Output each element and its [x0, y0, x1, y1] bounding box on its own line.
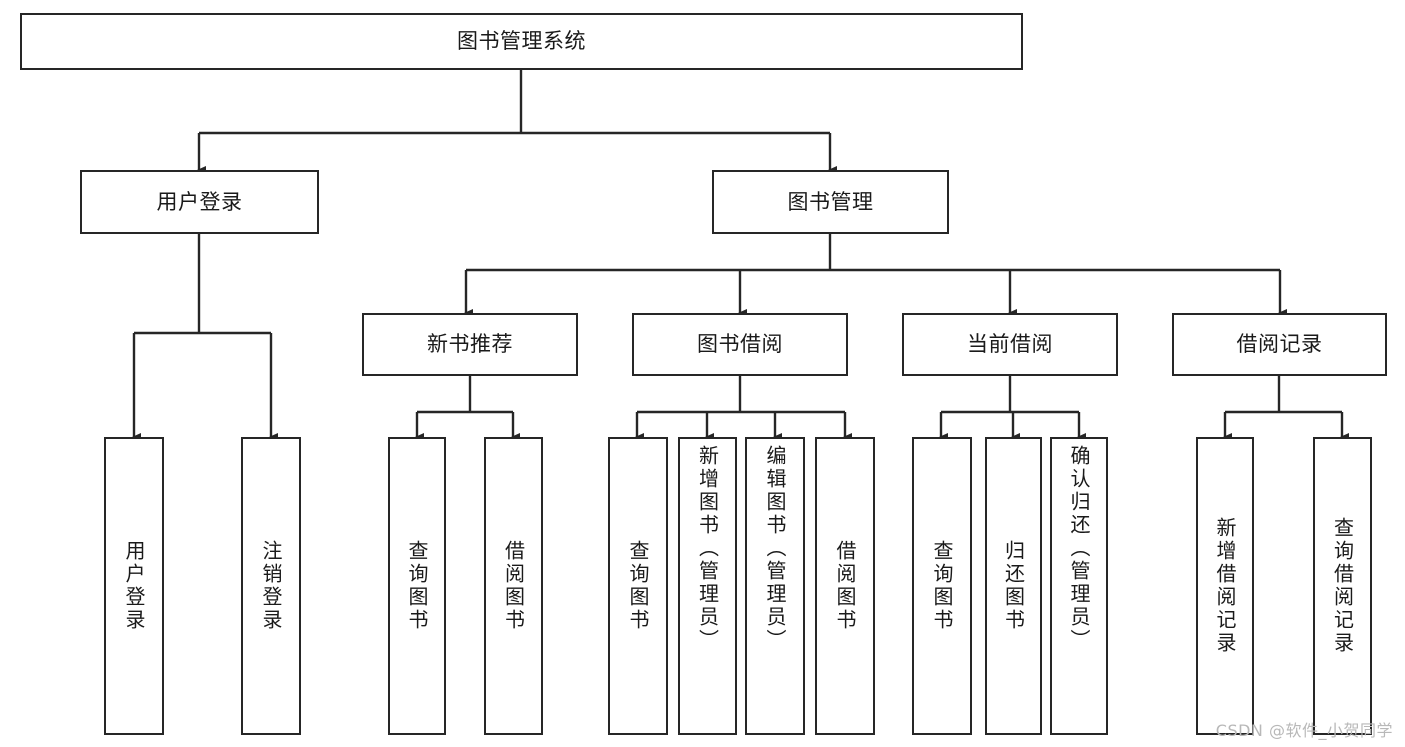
- node-leaf-user-logout: 注销登录: [241, 437, 301, 735]
- node-new-book-rec: 新书推荐: [362, 313, 578, 376]
- node-book-manage-label: 图书管理: [787, 189, 874, 214]
- node-leaf-borrow-book-2: 借阅图书: [815, 437, 875, 735]
- node-leaf-user-logout-label: 注销登录: [259, 540, 283, 632]
- node-leaf-confirm-return: 确认归还（管理员）: [1050, 437, 1108, 735]
- node-new-book-rec-label: 新书推荐: [427, 332, 513, 357]
- node-leaf-query-record-label: 查询借阅记录: [1330, 517, 1355, 655]
- node-root-label: 图书管理系统: [457, 29, 586, 54]
- node-leaf-edit-book: 编辑图书（管理员）: [745, 437, 805, 735]
- node-leaf-query-book-1: 查询图书: [388, 437, 446, 735]
- node-leaf-query-record: 查询借阅记录: [1313, 437, 1372, 735]
- node-leaf-user-login: 用户登录: [104, 437, 164, 735]
- node-leaf-borrow-book-1-label: 借阅图书: [501, 540, 526, 632]
- node-borrow-record: 借阅记录: [1172, 313, 1387, 376]
- node-leaf-query-book-2-label: 查询图书: [626, 540, 650, 632]
- node-leaf-borrow-book-1: 借阅图书: [484, 437, 543, 735]
- node-book-borrow-label: 图书借阅: [697, 332, 783, 357]
- watermark-text: CSDN @软件_小贺同学: [1215, 721, 1393, 740]
- node-leaf-user-login-label: 用户登录: [122, 540, 146, 632]
- node-leaf-add-book: 新增图书（管理员）: [678, 437, 737, 735]
- node-user-login: 用户登录: [80, 170, 319, 234]
- node-leaf-return-book-label: 归还图书: [1001, 540, 1026, 632]
- node-leaf-add-record-label: 新增借阅记录: [1213, 517, 1237, 655]
- node-book-manage: 图书管理: [712, 170, 949, 234]
- node-leaf-query-book-3-label: 查询图书: [930, 540, 954, 632]
- node-root: 图书管理系统: [20, 13, 1023, 70]
- node-leaf-edit-book-label: 编辑图书（管理员）: [763, 445, 787, 652]
- node-leaf-query-book-2: 查询图书: [608, 437, 668, 735]
- node-current-borrow: 当前借阅: [902, 313, 1118, 376]
- node-leaf-add-record: 新增借阅记录: [1196, 437, 1254, 735]
- node-book-borrow: 图书借阅: [632, 313, 848, 376]
- node-borrow-record-label: 借阅记录: [1236, 332, 1323, 357]
- node-user-login-label: 用户登录: [156, 189, 243, 214]
- node-leaf-query-book-3: 查询图书: [912, 437, 972, 735]
- node-leaf-query-book-1-label: 查询图书: [405, 540, 429, 632]
- node-leaf-return-book: 归还图书: [985, 437, 1042, 735]
- node-leaf-confirm-return-label: 确认归还（管理员）: [1067, 445, 1091, 652]
- node-leaf-borrow-book-2-label: 借阅图书: [833, 540, 857, 632]
- node-leaf-add-book-label: 新增图书（管理员）: [695, 445, 720, 652]
- node-current-borrow-label: 当前借阅: [967, 332, 1053, 357]
